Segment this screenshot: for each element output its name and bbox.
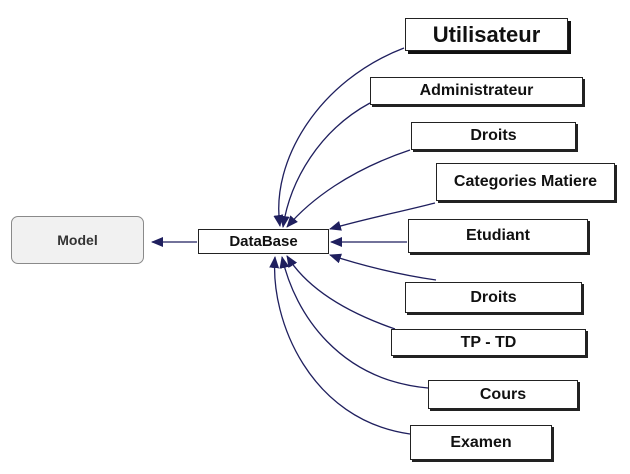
entity-label: Administrateur (419, 82, 534, 99)
entity-administrateur: Administrateur (370, 77, 583, 105)
entity-label: Examen (450, 433, 512, 451)
entity-label: Categories Matiere (453, 173, 598, 190)
entity-droits-2: Droits (405, 282, 582, 313)
entity-label: Droits (470, 288, 517, 306)
entity-tp-td: TP - TD (391, 329, 586, 356)
entity-label: Etudiant (466, 227, 530, 244)
arrow-utilisateur-to-database (273, 47, 405, 227)
entity-droits: Droits (411, 122, 576, 150)
arrow-categories-to-database (329, 202, 436, 231)
arrow-examen-to-database (269, 256, 411, 435)
entity-label: Cours (479, 385, 527, 403)
arrow-droits2-to-database (329, 253, 437, 281)
model-node: Model (11, 216, 144, 264)
entity-utilisateur: Utilisateur (405, 18, 568, 51)
entity-categories-matiere: Categories Matiere (436, 163, 615, 201)
entity-label: Utilisateur (432, 21, 541, 47)
model-label: Model (57, 232, 98, 248)
entity-label: TP - TD (460, 333, 517, 351)
entity-examen: Examen (410, 425, 552, 460)
entity-label: Droits (470, 127, 517, 144)
arrow-cours-to-database (279, 256, 429, 389)
entity-cours: Cours (428, 380, 578, 409)
arrow-administrateur-to-database (279, 102, 371, 228)
database-label: DataBase (229, 233, 298, 250)
arrow-droits-to-database (286, 149, 411, 228)
database-node: DataBase (198, 229, 329, 254)
arrow-tptd-to-database (286, 255, 396, 330)
entity-etudiant: Etudiant (408, 219, 588, 253)
